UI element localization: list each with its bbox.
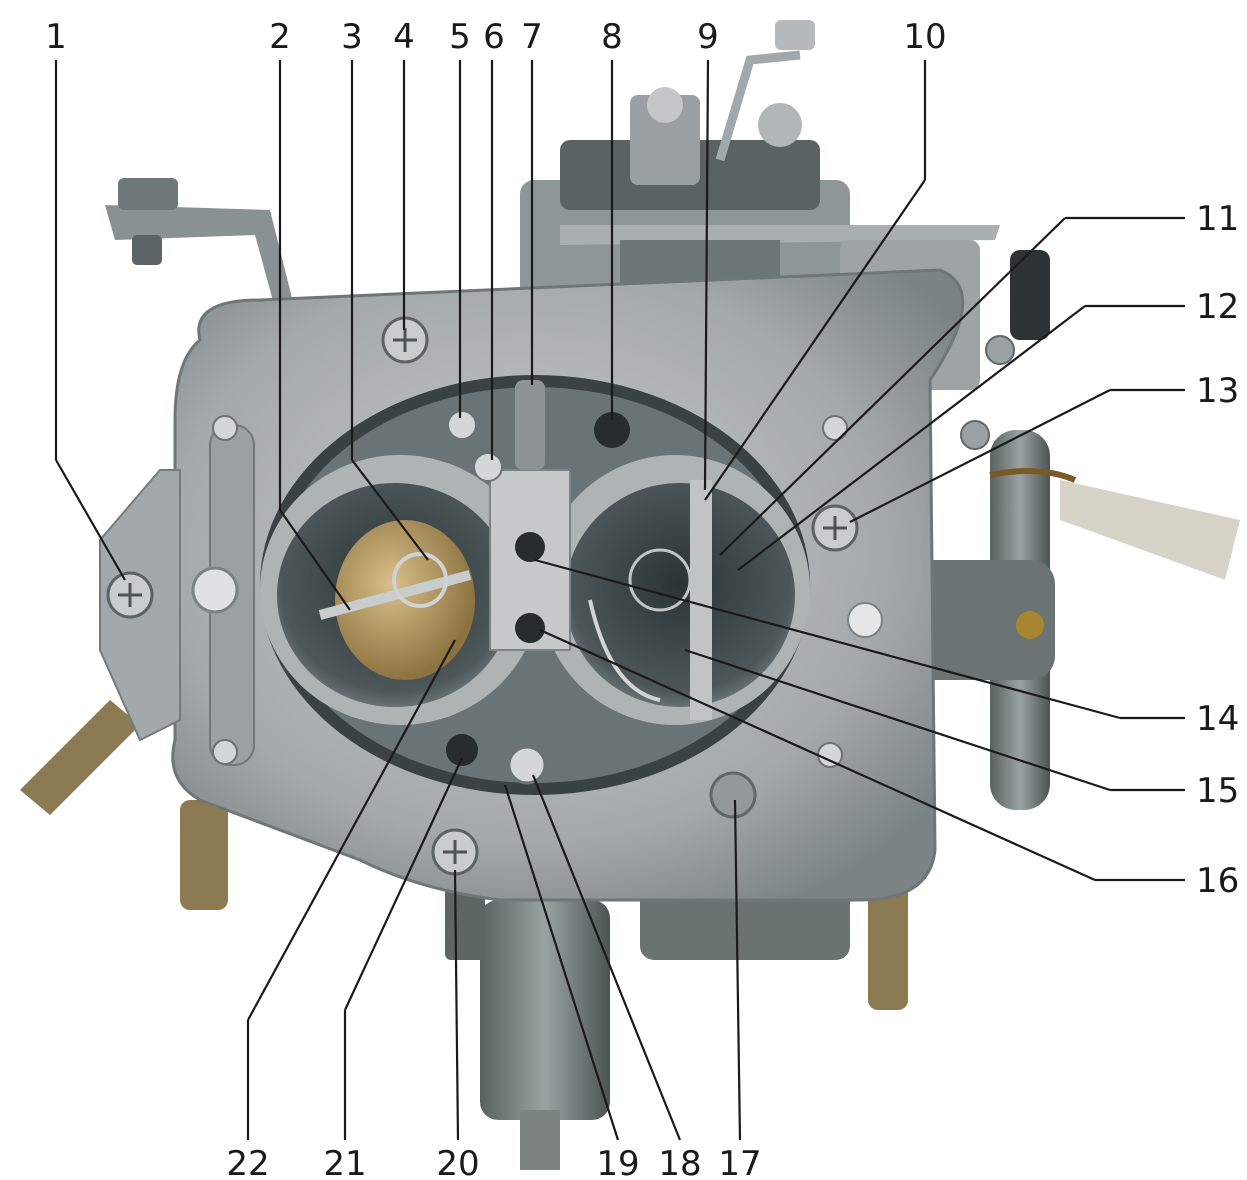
label-10: 10 xyxy=(903,17,946,57)
leader-18 xyxy=(531,774,682,1141)
label-2: 2 xyxy=(269,17,291,57)
label-21: 21 xyxy=(323,1144,366,1180)
label-19: 19 xyxy=(596,1144,639,1180)
label-12: 12 xyxy=(1196,287,1239,327)
label-13: 13 xyxy=(1196,371,1239,411)
label-20: 20 xyxy=(436,1144,479,1180)
leader-lines xyxy=(54,59,1185,1141)
label-15: 15 xyxy=(1196,771,1239,811)
label-18: 18 xyxy=(658,1144,701,1180)
leader-16b xyxy=(539,628,1096,882)
label-8: 8 xyxy=(601,17,623,57)
leader-21b xyxy=(344,757,463,1011)
left-bracket xyxy=(105,178,300,345)
label-7: 7 xyxy=(521,17,543,57)
label-17: 17 xyxy=(718,1144,761,1180)
label-11: 11 xyxy=(1196,199,1239,239)
leader-19 xyxy=(503,784,620,1141)
leader-12b xyxy=(737,305,1086,571)
label-22: 22 xyxy=(226,1144,269,1180)
label-1: 1 xyxy=(45,17,67,57)
label-9: 9 xyxy=(697,17,719,57)
central-bridge xyxy=(489,380,571,651)
leader-13b xyxy=(849,389,1111,523)
leader-20 xyxy=(453,869,460,1141)
leader-22b xyxy=(247,639,456,1021)
label-6: 6 xyxy=(483,17,505,57)
leader-11b xyxy=(719,217,1066,556)
carburetor-photo xyxy=(20,20,1240,1170)
leader-2b xyxy=(279,509,351,611)
leader-17 xyxy=(733,799,742,1141)
leader-9 xyxy=(703,59,710,491)
label-3: 3 xyxy=(341,17,363,57)
label-14: 14 xyxy=(1196,699,1239,739)
leader-15b xyxy=(684,648,1111,792)
callout-labels: 1 2 3 4 5 6 7 8 9 10 11 12 13 14 15 16 1… xyxy=(45,17,1239,1180)
leader-1b xyxy=(55,459,126,581)
secondary-bore xyxy=(540,455,810,725)
label-4: 4 xyxy=(393,17,415,57)
primary-bore xyxy=(260,455,540,725)
leader-14b xyxy=(534,558,1121,720)
label-16: 16 xyxy=(1196,861,1239,901)
leader-3b xyxy=(351,459,429,561)
label-5: 5 xyxy=(449,17,471,57)
leader-10b xyxy=(704,179,926,501)
